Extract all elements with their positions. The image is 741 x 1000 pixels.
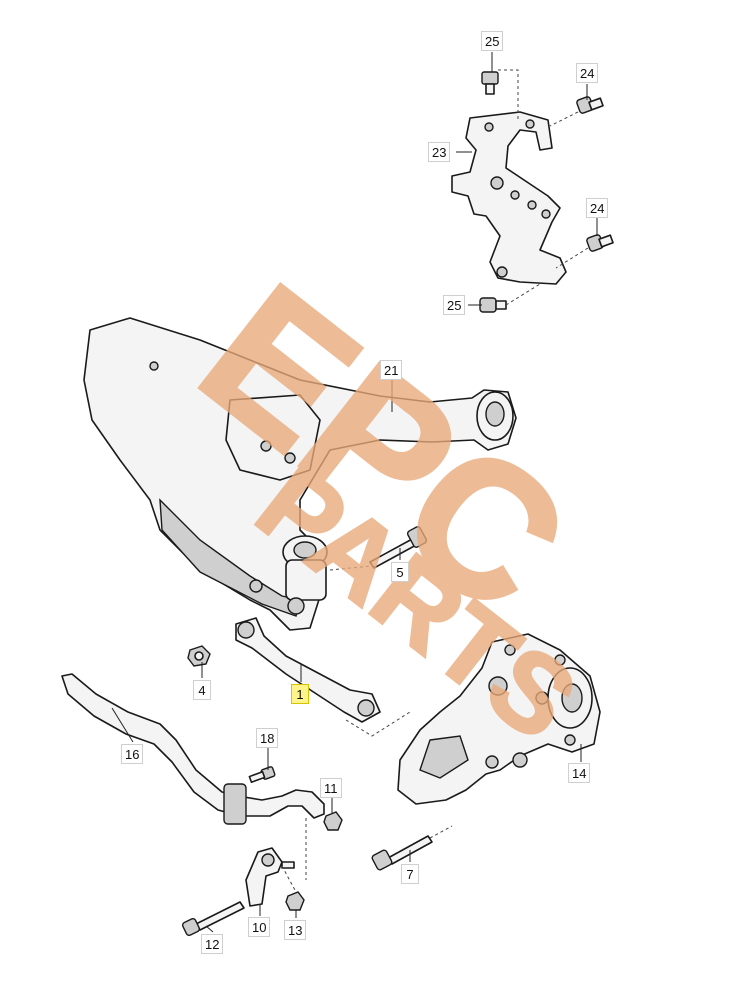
stabilizer-bar-16 xyxy=(61,673,325,825)
callout-16: 16 xyxy=(121,744,144,764)
subframe-21 xyxy=(83,317,517,631)
coupling-rod-10 xyxy=(245,847,295,907)
callout-14: 14 xyxy=(568,763,591,783)
callout-23: 23 xyxy=(428,142,451,162)
bolt-24-top xyxy=(576,96,604,114)
callout-25-top: 25 xyxy=(481,31,504,51)
nut-4 xyxy=(187,645,211,667)
callout-5: 5 xyxy=(391,562,409,582)
callout-13: 13 xyxy=(284,920,307,940)
wheel-carrier-14 xyxy=(397,633,601,805)
control-arm-1 xyxy=(235,617,381,723)
callout-18: 18 xyxy=(256,728,279,748)
bolt-5 xyxy=(369,526,428,569)
bolt-18 xyxy=(248,766,276,784)
callout-12: 12 xyxy=(201,934,224,954)
callout-25-bottom: 25 xyxy=(443,295,466,315)
bolt-24-mid xyxy=(586,234,614,252)
callout-24-top: 24 xyxy=(576,63,599,83)
bracket-23 xyxy=(451,111,567,285)
bolt-25-top xyxy=(481,71,499,95)
nut-13 xyxy=(285,891,305,911)
callout-11: 11 xyxy=(320,778,342,798)
callout-7: 7 xyxy=(401,864,419,884)
callout-1: 1 xyxy=(291,684,309,704)
bolt-25-bottom xyxy=(479,297,507,313)
callout-10: 10 xyxy=(248,917,271,937)
callout-21: 21 xyxy=(380,360,403,380)
nut-11 xyxy=(323,811,343,831)
callout-4: 4 xyxy=(193,680,211,700)
bolt-12 xyxy=(181,901,245,937)
callout-24-mid: 24 xyxy=(586,198,609,218)
